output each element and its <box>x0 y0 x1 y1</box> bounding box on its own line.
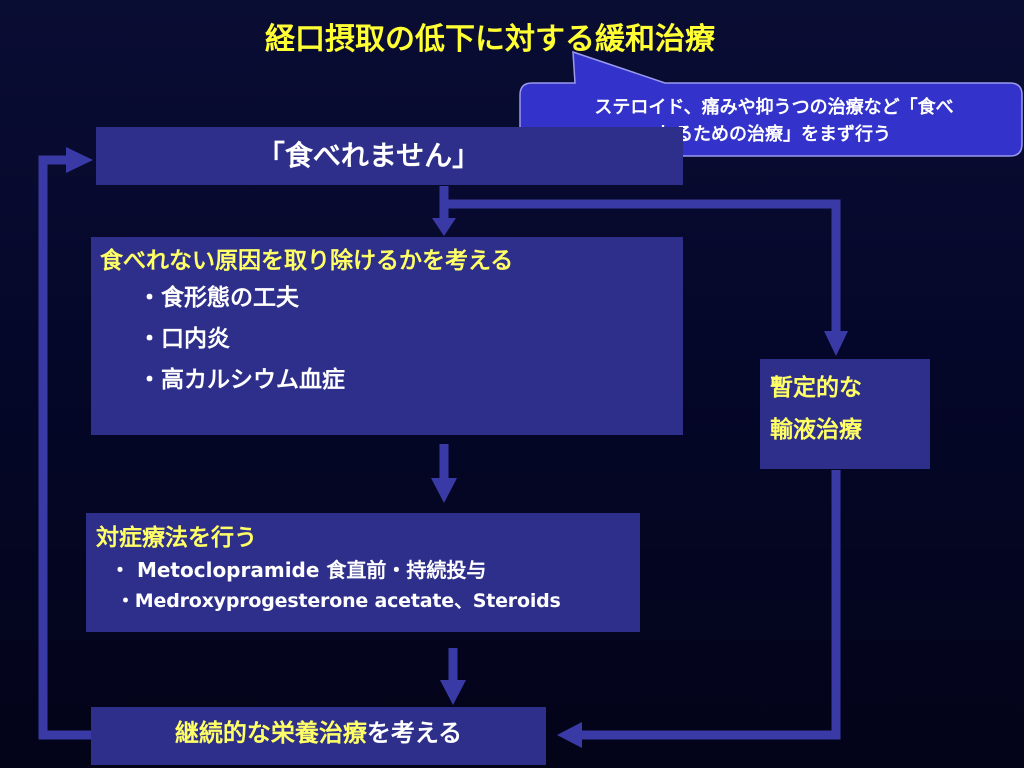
final-suffix: を考える <box>366 719 463 747</box>
iv-line: 輸液治療 <box>770 417 862 443</box>
arrow-loop-back <box>38 147 93 740</box>
slide-title: 経口摂取の低下に対する緩和治療 <box>265 22 715 57</box>
callout-note: ステロイド、痛みや抑うつの治療など「食べ れるための治療」をまず行う <box>530 88 1018 154</box>
callout-line: ステロイド、痛みや抑うつの治療など「食べ <box>594 97 954 118</box>
final-highlight: 継続的な栄養治療 <box>174 719 367 747</box>
final-box: 継続的な栄養治療を考える <box>91 707 546 765</box>
start-label: 「食べれません」 <box>256 139 481 172</box>
list-item: 高カルシウム血症 <box>138 360 683 401</box>
start-box: 「食べれません」 <box>96 127 683 185</box>
callout-line: れるための治療」をまず行う <box>657 124 891 145</box>
arrow-cause-to-symptom <box>431 444 457 503</box>
symptom-heading: 対症療法を行う <box>96 525 257 551</box>
arrow-branch-to-iv <box>444 199 848 356</box>
arrow-start-to-cause <box>432 186 456 236</box>
cause-heading: 食べれない原因を取り除けるかを考える <box>100 248 514 274</box>
arrow-iv-to-final <box>557 470 841 748</box>
cause-list: 食形態の工夫 口内炎 高カルシウム血症 <box>100 278 683 401</box>
list-item: 食形態の工夫 <box>138 278 683 319</box>
symptom-line: ・Medroxyprogesterone acetate、Steroids <box>116 590 561 612</box>
arrow-symptom-to-final <box>440 648 466 705</box>
symptom-box: 対症療法を行う ・ Metoclopramide 食直前・持続投与 ・Medro… <box>86 513 640 632</box>
iv-line: 暫定的な <box>770 375 862 401</box>
iv-box: 暫定的な 輸液治療 <box>760 359 930 469</box>
symptom-line: ・ Metoclopramide 食直前・持続投与 <box>110 558 487 582</box>
cause-box: 食べれない原因を取り除けるかを考える 食形態の工夫 口内炎 高カルシウム血症 <box>91 237 683 435</box>
list-item: 口内炎 <box>138 319 683 360</box>
